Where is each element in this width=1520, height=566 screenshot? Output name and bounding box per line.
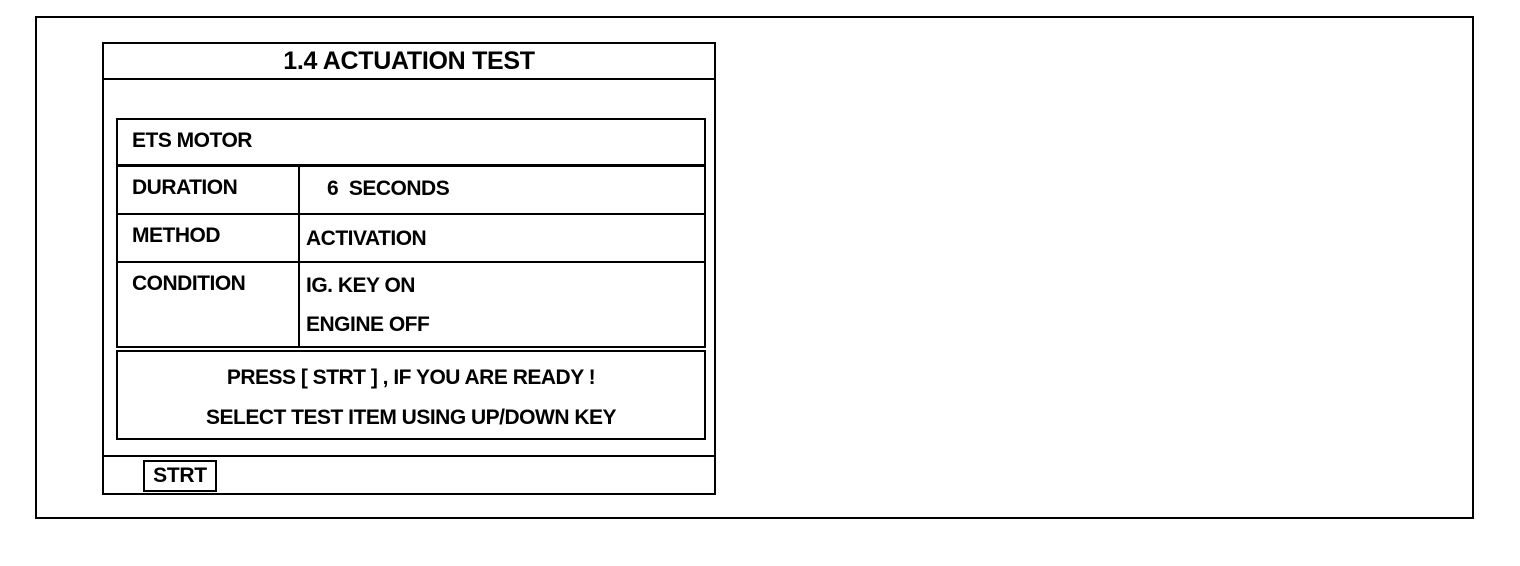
- test-item-row[interactable]: ETS MOTOR: [118, 120, 704, 167]
- softkey-bar-divider: [104, 455, 714, 457]
- duration-value: 6 SECONDS: [327, 177, 450, 200]
- scanner-screen: 1.4 ACTUATION TEST ETS MOTOR DURATION 6 …: [102, 42, 716, 495]
- method-label: METHOD: [132, 224, 221, 247]
- screen-title: 1.4 ACTUATION TEST: [104, 44, 714, 80]
- condition-row: CONDITION IG. KEY ON ENGINE OFF: [118, 263, 704, 346]
- instruction-line-1: PRESS [ STRT ] , IF YOU ARE READY !: [226, 366, 596, 389]
- duration-row: DURATION 6 SECONDS: [118, 167, 704, 215]
- method-value: ACTIVATION: [306, 227, 427, 250]
- condition-label: CONDITION: [132, 272, 246, 295]
- instruction-line-2: SELECT TEST ITEM USING UP/DOWN KEY: [205, 406, 617, 429]
- condition-value-2: ENGINE OFF: [306, 313, 430, 336]
- figure-frame: [35, 16, 1474, 519]
- condition-value-1: IG. KEY ON: [306, 274, 415, 297]
- duration-label: DURATION: [132, 176, 238, 199]
- test-info-table: ETS MOTOR DURATION 6 SECONDS METHOD ACTI…: [116, 118, 706, 348]
- test-item-name: ETS MOTOR: [132, 129, 252, 152]
- instruction-box: PRESS [ STRT ] , IF YOU ARE READY ! SELE…: [116, 350, 706, 440]
- method-row: METHOD ACTIVATION: [118, 215, 704, 263]
- start-softkey[interactable]: STRT: [143, 460, 217, 492]
- column-divider: [298, 167, 300, 346]
